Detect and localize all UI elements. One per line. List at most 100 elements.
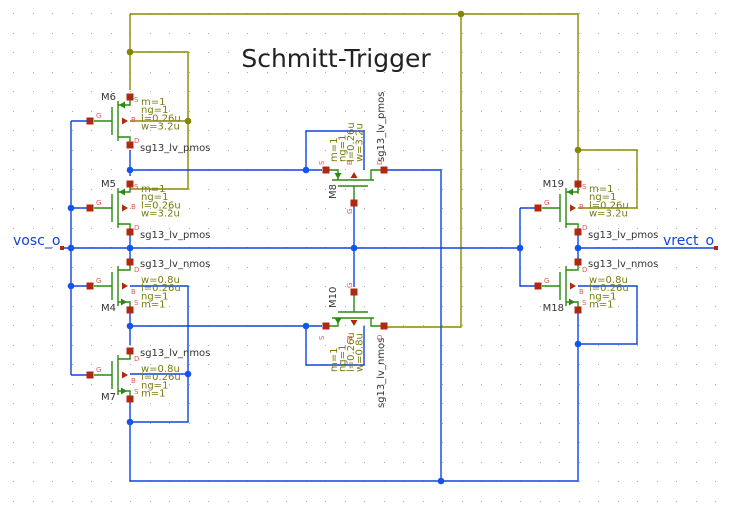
source-pin[interactable] — [126, 306, 134, 314]
pin-label: B — [579, 288, 584, 296]
drain-pin[interactable] — [574, 228, 582, 236]
port-label-vosc-o: vosc_o — [13, 233, 60, 249]
source-pin[interactable] — [322, 166, 330, 174]
junction-dot — [574, 244, 582, 252]
gate-pin[interactable] — [350, 199, 358, 207]
instance-name: M4 — [101, 303, 116, 314]
model-name: sg13_lv_nmos — [140, 348, 210, 359]
pin-label: B — [131, 377, 136, 385]
junction-dot — [126, 322, 134, 330]
junction-dot — [184, 117, 192, 125]
gate-pin[interactable] — [350, 288, 358, 296]
pin-label: D — [134, 355, 139, 363]
gate-pin[interactable] — [534, 282, 542, 290]
source-arrow-icon — [121, 298, 127, 306]
wire-vdd-top — [130, 13, 579, 150]
pin-label: S — [582, 299, 587, 307]
source-arrow-icon — [119, 188, 125, 196]
param-m: m=1 — [141, 184, 165, 195]
port-vrect-o[interactable]: vrect_o — [663, 233, 718, 250]
param-ng: ng=1 — [338, 345, 349, 372]
instance-name: M8 — [328, 184, 339, 199]
gate-pin[interactable] — [86, 371, 94, 379]
drain-pin[interactable] — [574, 258, 582, 266]
gate-pin[interactable] — [86, 282, 94, 290]
wire-m8-bulk — [305, 130, 365, 170]
gate-pin[interactable] — [86, 204, 94, 212]
param-l: l=0.26u — [589, 200, 629, 211]
junction-dot — [516, 244, 524, 252]
source-pin[interactable] — [126, 93, 134, 101]
pin-label: D — [134, 266, 139, 274]
wire-m8-drain — [384, 169, 442, 481]
drain-pin[interactable] — [380, 166, 388, 174]
port-label-vrect-o: vrect_o — [663, 233, 714, 249]
model-name: sg13_lv_pmos — [140, 230, 210, 241]
param-l: l=0.26u — [346, 122, 357, 162]
bulk-pin-icon — [570, 282, 576, 290]
drain-pin[interactable] — [126, 258, 134, 266]
drain-pin[interactable] — [126, 141, 134, 149]
param-l: l=0.26u — [141, 372, 181, 383]
junction-dot — [302, 166, 310, 174]
drain-pin[interactable] — [126, 347, 134, 355]
source-pin[interactable] — [574, 180, 582, 188]
source-pin[interactable] — [322, 322, 330, 330]
param-m: m=1 — [141, 389, 165, 400]
gate-pin[interactable] — [534, 204, 542, 212]
pin-label: S — [134, 388, 139, 396]
drain-lead — [370, 169, 384, 180]
param-ng: ng=1 — [589, 291, 616, 302]
pin-label: D — [582, 224, 587, 232]
source-pin[interactable] — [126, 395, 134, 403]
pin-label: G — [96, 277, 101, 285]
instance-name: M10 — [328, 287, 339, 308]
source-arrow-icon — [121, 387, 127, 395]
pin-label: D — [376, 160, 384, 165]
wire-bulk-m19 — [578, 149, 638, 209]
param-ng: ng=1 — [141, 105, 168, 116]
junctions — [67, 10, 582, 485]
pin-label: D — [376, 335, 384, 340]
junction-dot — [126, 166, 134, 174]
model-name: sg13_lv_nmos — [140, 259, 210, 270]
pin-label: S — [318, 335, 326, 340]
wire-bulk-m4-m7 — [130, 285, 189, 423]
port-vosc-o[interactable]: vosc_o — [13, 233, 64, 250]
param-ng: ng=1 — [141, 192, 168, 203]
junction-dot — [67, 244, 75, 252]
param-w: w=3.2u — [141, 122, 180, 133]
source-arrow-icon — [334, 173, 342, 179]
param-ng: ng=1 — [141, 380, 168, 391]
wire-m10-bulk — [305, 326, 365, 366]
port-pin-vosc-o — [60, 246, 64, 250]
instance-name: M5 — [101, 179, 116, 190]
param-w: w=0.8u — [141, 275, 180, 286]
source-pin[interactable] — [126, 180, 134, 188]
signal-wires — [64, 120, 714, 482]
source-pin[interactable] — [574, 306, 582, 314]
pin-label: D — [134, 137, 139, 145]
drain-pin[interactable] — [380, 322, 388, 330]
transistors: GSDBM6sg13_lv_pmosm=1ng=1l=0.26uw=3.2uGS… — [86, 92, 659, 408]
gate-pin[interactable] — [86, 117, 94, 125]
bulk-pin-icon — [570, 204, 576, 212]
drain-pin[interactable] — [126, 228, 134, 236]
bulk-pin-icon — [350, 320, 358, 326]
bulk-pin-icon — [122, 117, 128, 125]
bulk-pin-icon — [122, 204, 128, 212]
pin-label: G — [96, 112, 101, 120]
junction-dot — [67, 282, 75, 290]
pin-label: G — [96, 199, 101, 207]
param-m: m=1 — [329, 138, 340, 162]
instance-name: M7 — [101, 392, 116, 403]
